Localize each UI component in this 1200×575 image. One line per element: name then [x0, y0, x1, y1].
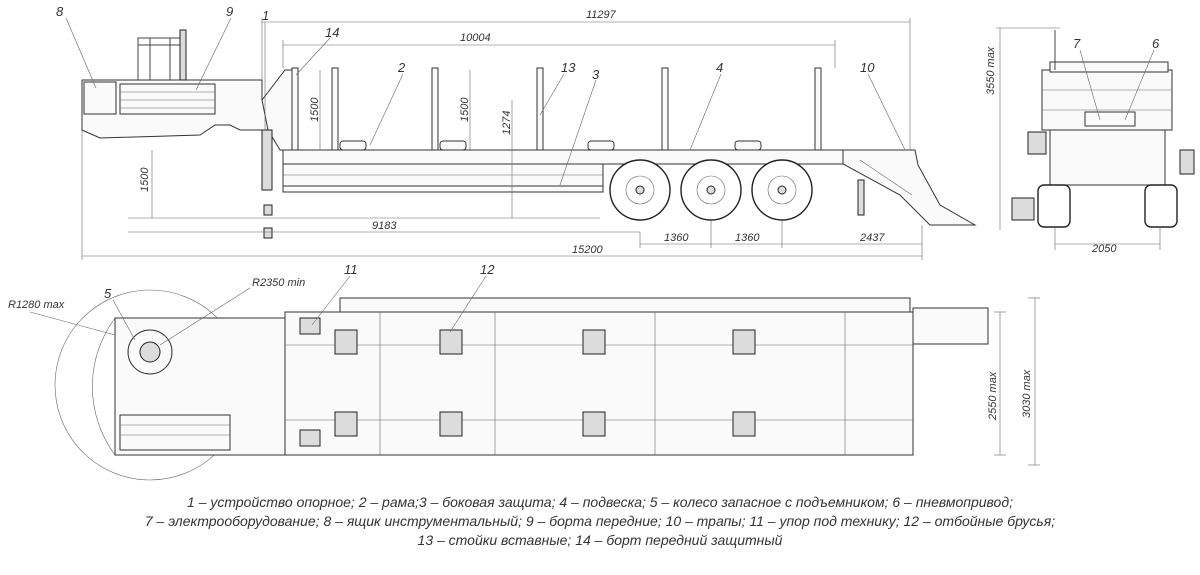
- callout-12: 12: [480, 262, 495, 277]
- legend-line-1: 1 – устройство опорное; 2 – рама;3 – бок…: [187, 494, 1013, 510]
- dim-turn-radius: R2350 min: [252, 277, 305, 289]
- dim-platform-length: 10004: [460, 32, 491, 44]
- deck-frame: [282, 149, 844, 165]
- dim-track-width: 2050: [1091, 243, 1117, 255]
- dim-axle-2: 1360: [735, 232, 760, 244]
- turn-radius-arc: [92, 317, 116, 456]
- side-dimensions: [81, 18, 923, 260]
- callout-3: 3: [592, 67, 600, 82]
- tool-box: [83, 81, 117, 115]
- callout-13: 13: [561, 60, 576, 75]
- callout-4: 4: [716, 60, 723, 75]
- rear-view: [996, 27, 1195, 250]
- dim-overall-length: 15200: [572, 244, 603, 256]
- top-view: [29, 275, 1040, 481]
- front-rack-post: [179, 29, 187, 81]
- dim-coupling-height: 1500: [139, 167, 151, 192]
- callout-2: 2: [397, 60, 406, 75]
- legend-line-3: 13 – стойки вставные; 14 – борт передний…: [417, 532, 783, 548]
- equipment-stop: [299, 317, 321, 335]
- side-view: 11297 10004 9183 15200 1360 1360 2437 15…: [56, 4, 977, 260]
- wheels-side: [609, 159, 813, 221]
- support-leg: [261, 129, 273, 191]
- front-rack: [137, 37, 186, 80]
- callout-5: 5: [104, 286, 112, 301]
- callout-10: 10: [860, 60, 875, 75]
- dim-front-radius: R1280 max: [8, 299, 65, 311]
- stakes: [291, 67, 822, 151]
- dim-stake-height-1: 1500: [309, 97, 321, 122]
- dim-axle-1: 1360: [664, 232, 689, 244]
- dim-max-height: 3550 max: [985, 46, 997, 95]
- dim-deck-height: 1274: [501, 111, 513, 135]
- dim-total-length: 11297: [586, 9, 617, 21]
- dim-rear-overhang: 2437: [859, 232, 885, 244]
- trailer-drawing: 11297 10004 9183 15200 1360 1360 2437 15…: [8, 4, 1195, 481]
- callout-9: 9: [226, 4, 233, 19]
- front-sides: [119, 83, 216, 115]
- dim-max-width-total: 3030 max: [1021, 369, 1033, 418]
- callout-7: 7: [1073, 36, 1081, 51]
- bumper-bars: [334, 329, 756, 437]
- ramps: [842, 149, 977, 226]
- dim-kingpin-axle: 9183: [372, 220, 397, 232]
- legend: 1 – устройство опорное; 2 – рама;3 – бок…: [0, 493, 1200, 550]
- callout-6: 6: [1152, 36, 1160, 51]
- callout-14: 14: [325, 25, 339, 40]
- side-rail-top: [339, 297, 911, 313]
- dim-stake-height-2: 1500: [459, 97, 471, 122]
- callout-8: 8: [56, 4, 64, 19]
- dim-max-width: 2550 max: [987, 371, 999, 421]
- side-callouts: [65, 17, 906, 186]
- callout-1: 1: [262, 8, 269, 23]
- legend-line-2: 7 – электрооборудование; 8 – ящик инстру…: [144, 513, 1056, 529]
- callout-11: 11: [344, 262, 358, 277]
